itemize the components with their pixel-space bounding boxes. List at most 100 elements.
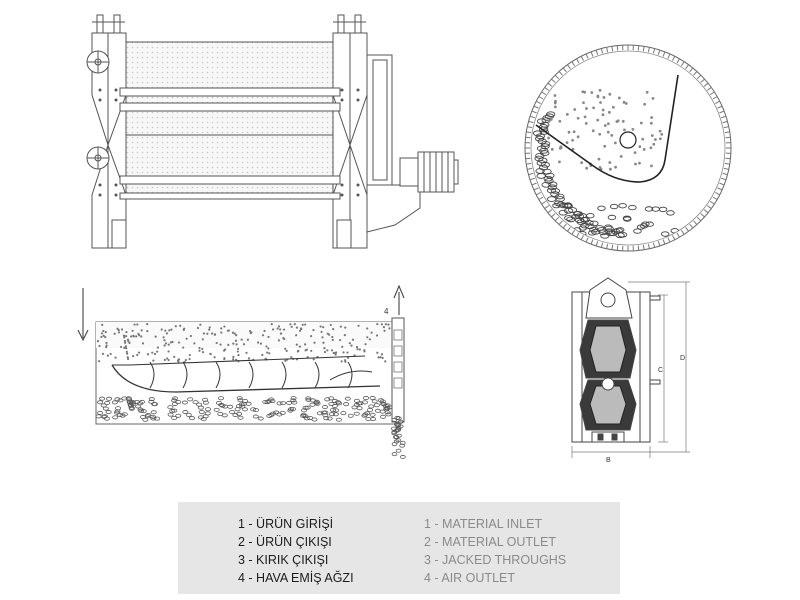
seed-pocket [331,398,338,403]
seed-dot [348,342,351,345]
seed-pocket [391,442,398,447]
gear-tooth [558,220,563,225]
seed-dot [240,338,243,341]
seed-pocket [269,398,276,403]
legend-item-tr-3: 3 - KIRIK ÇIKIŞI [238,553,329,567]
gear-tooth [672,235,676,241]
seed-pocket [330,408,337,413]
seed-dot [146,329,149,333]
gear-tooth [600,242,604,248]
seed-dot [206,332,209,335]
seed-dot [169,341,173,344]
gear-tooth [525,136,531,139]
seed-dot [608,110,611,114]
gear-tooth [637,245,640,251]
seed-dot [156,346,159,349]
gear-tooth [538,96,544,100]
seed-dot [213,356,216,359]
seed-pocket [603,224,613,230]
seed-dot [193,342,196,345]
gear-tooth [616,45,619,51]
gear-tooth [689,67,694,73]
seed-dot [174,325,177,328]
seed-pocket [113,410,120,415]
gear-tooth [722,172,728,176]
gear-tooth [676,232,680,238]
seed-dot [279,332,283,335]
seed-pocket [622,216,632,222]
seed-dot [245,351,248,354]
gear-tooth [576,58,580,64]
seed-pocket [385,412,392,417]
seed-pocket [328,412,335,417]
seed-dot [591,129,595,133]
seed-pocket [535,135,545,142]
seed-pocket [547,196,557,202]
seed-dot [122,334,126,337]
gear-tooth [703,82,709,87]
seed-dot [177,341,181,344]
seed-dot [160,328,163,331]
seed-dot [198,349,201,352]
seed-dot [220,327,223,330]
seed-pocket [371,399,378,404]
seed-dot [295,334,298,337]
seed-pocket [148,397,155,402]
legend-english: 1 - MATERIAL INLET 2 - MATERIAL OUTLET 3… [424,515,566,587]
seed-dot [351,338,355,341]
seed-pocket [237,398,244,403]
seed-dot [140,335,143,338]
gear-tooth [712,196,718,200]
seed-pocket [383,407,390,412]
seed-dot [301,323,304,326]
seed-dot [298,345,301,348]
seed-pocket [250,407,257,412]
seed-pocket [262,400,269,405]
air-outlet-number-label: 4 [384,307,389,316]
seed-dot [170,328,173,331]
seed-dot [215,341,218,345]
seed-dot [380,323,384,326]
drum-cross-section-detail [524,44,732,252]
legend-item-tr-4: 4 - HAVA EMİŞ AĞZI [238,571,354,585]
seed-pocket [215,400,222,405]
gear-tooth [528,172,534,176]
seed-dot [312,358,315,361]
seed-pocket [181,400,188,405]
seed-dot [166,357,169,360]
seed-dot [276,327,279,330]
seed-dot [188,357,191,361]
seed-pocket [154,416,161,421]
seed-dot [123,346,126,349]
screw-flight [248,361,254,389]
seed-dot [152,359,155,362]
seed-dot [223,325,226,328]
gear-tooth [703,209,709,214]
seed-pocket [167,412,174,417]
seed-pocket [252,414,259,419]
seed-dot [355,345,359,349]
seed-dot [272,328,275,331]
seed-pocket [328,401,335,406]
seed-dot [177,360,180,363]
gear-tooth [600,48,604,54]
seed-dot [100,332,104,335]
gear-tooth [576,232,580,238]
seed-dot [553,94,557,97]
seed-dot [649,146,653,150]
seed-pocket [102,406,109,411]
seed-dot [608,92,612,96]
seed-dot [261,353,264,357]
seed-dot [550,147,554,151]
seed-dot [189,334,192,338]
seed-pocket [395,438,401,443]
seed-dot [98,344,101,348]
legend-item-tr-2: 2 - ÜRÜN ÇIKIŞI [238,535,332,549]
seed-dot [201,347,204,351]
seed-dot [284,359,287,362]
gear-tooth [585,53,589,59]
seed-dot [220,331,223,334]
screw-flight [149,361,155,389]
gear-tooth [642,244,645,250]
